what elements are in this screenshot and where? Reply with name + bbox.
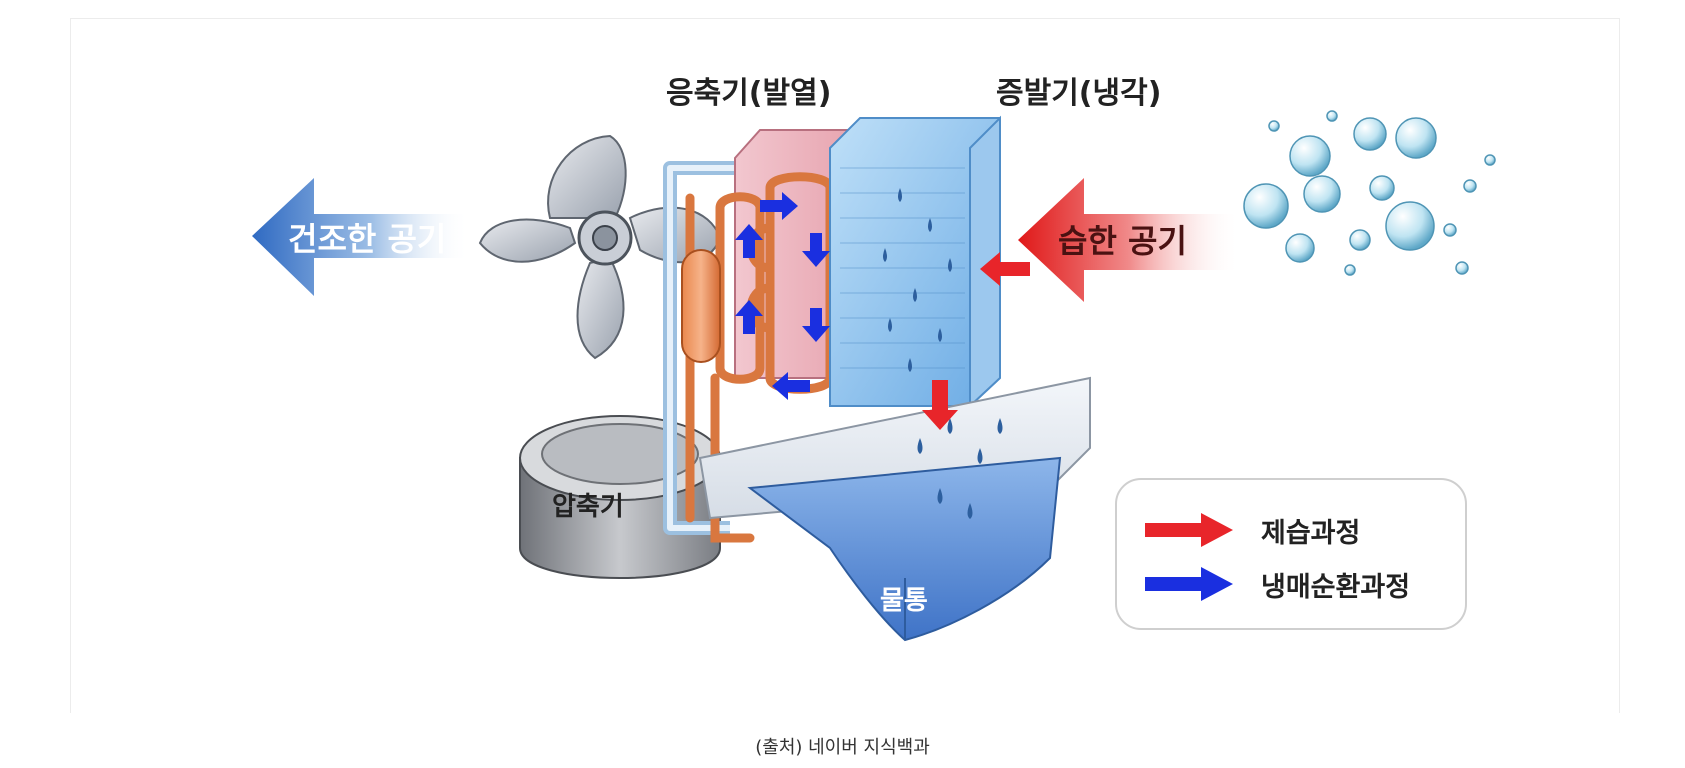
humid-air-label: 습한 공기 bbox=[1058, 222, 1187, 260]
dry-air-arrow bbox=[252, 178, 470, 296]
condenser-label: 응축기(발열) bbox=[666, 76, 832, 111]
dehumidifier-diagram bbox=[252, 110, 1496, 642]
moisture-bubbles bbox=[1243, 110, 1496, 276]
dry-air-label: 건조한 공기 bbox=[288, 220, 447, 258]
image-caption: (출처) 네이버 지식백과 bbox=[755, 737, 930, 758]
accumulator bbox=[681, 249, 721, 363]
legend-label: 제습과정 bbox=[1261, 517, 1361, 549]
red-arrow-icon bbox=[1145, 513, 1233, 547]
evaporator bbox=[829, 115, 1001, 409]
fan-icon bbox=[478, 134, 722, 360]
water-tank bbox=[698, 376, 1091, 642]
compressor-label: 압축기 bbox=[552, 492, 624, 522]
water-drops bbox=[917, 418, 1003, 519]
legend-item-dehumidification: 제습과정 bbox=[1145, 510, 1360, 550]
legend: 제습과정 냉매순환과정 bbox=[1115, 478, 1467, 630]
evaporator-label: 증발기(냉각) bbox=[996, 76, 1162, 111]
refrigerant-arrows bbox=[735, 192, 830, 400]
legend-label: 냉매순환과정 bbox=[1261, 571, 1411, 603]
fan-label: 팬 bbox=[522, 263, 546, 293]
legend-item-refrigerant-cycle: 냉매순환과정 bbox=[1145, 564, 1410, 604]
water-tank-label: 물통 bbox=[880, 586, 928, 616]
blue-arrow-icon bbox=[1145, 567, 1233, 601]
humid-air-arrow bbox=[1018, 178, 1240, 302]
dehumidification-arrows bbox=[922, 252, 1030, 430]
